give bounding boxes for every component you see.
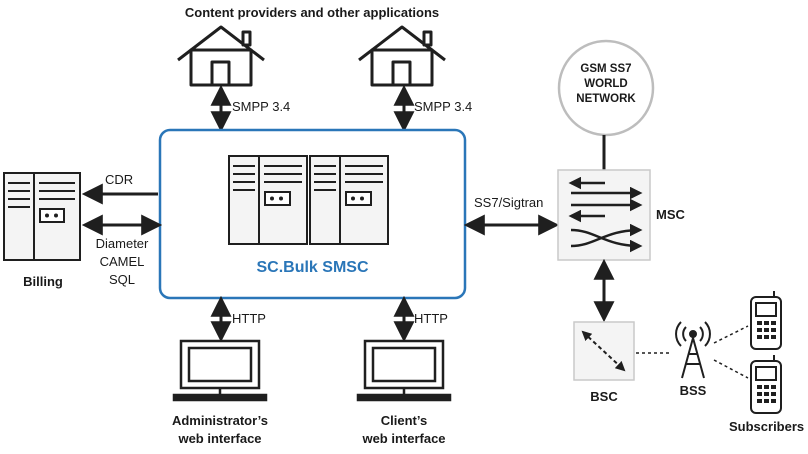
- http-label-left: HTTP: [232, 311, 266, 326]
- switch-icon-bsc: [573, 321, 635, 381]
- gsm-label-line2: WORLD: [584, 78, 628, 90]
- smsc-title: SC.Bulk SMSC: [256, 259, 369, 276]
- gsm-network-label: GSM SS7 WORLD NETWORK: [561, 62, 651, 107]
- server-icon-smsc-left: [228, 155, 308, 245]
- server-led: [351, 196, 355, 201]
- server-led: [279, 196, 283, 201]
- server-led: [54, 213, 58, 218]
- monitor-icon-client: [356, 339, 452, 402]
- server-icon-smsc-right: [309, 155, 389, 245]
- server-led: [45, 213, 49, 218]
- switch-icon-msc: [557, 169, 651, 261]
- client-web-label-line2: web interface: [362, 431, 446, 446]
- smpp-label-right: SMPP 3.4: [414, 99, 473, 114]
- camel-label: CAMEL: [99, 254, 145, 269]
- gsm-label-line1: GSM SS7: [580, 63, 632, 75]
- mobile-phone-icon-top: [750, 291, 782, 350]
- gsm-label-line3: NETWORK: [576, 93, 636, 105]
- bsc-label: BSC: [590, 389, 618, 404]
- diameter-label: Diameter: [95, 236, 149, 251]
- client-web-label-line1: Client’s: [380, 413, 428, 428]
- admin-web-label-line2: web interface: [178, 431, 262, 446]
- cdr-label: CDR: [105, 172, 134, 187]
- subscribers-label: Subscribers: [729, 419, 805, 434]
- bss-phone-link-top: [713, 325, 749, 344]
- antenna-icon: [675, 321, 711, 379]
- http-label-right: HTTP: [414, 311, 448, 326]
- server-icon-billing: [3, 172, 81, 261]
- house-icon-right: [358, 25, 446, 87]
- content-providers-title: Content providers and other applications: [184, 5, 440, 20]
- server-led: [360, 196, 364, 201]
- ss7-label: SS7/Sigtran: [474, 195, 544, 210]
- server-led: [270, 196, 274, 201]
- smpp-label-left: SMPP 3.4: [232, 99, 291, 114]
- bss-label: BSS: [679, 383, 707, 398]
- bss-phone-link-bottom: [713, 359, 749, 379]
- msc-label: MSC: [656, 207, 685, 222]
- mobile-phone-icon-bottom: [750, 355, 782, 414]
- billing-label: Billing: [23, 274, 63, 289]
- monitor-icon-admin: [172, 339, 268, 402]
- sql-label: SQL: [108, 272, 135, 287]
- gsm-network-circle: [557, 39, 655, 137]
- admin-web-label-line1: Administrator’s: [171, 413, 269, 428]
- house-icon-left: [177, 25, 265, 87]
